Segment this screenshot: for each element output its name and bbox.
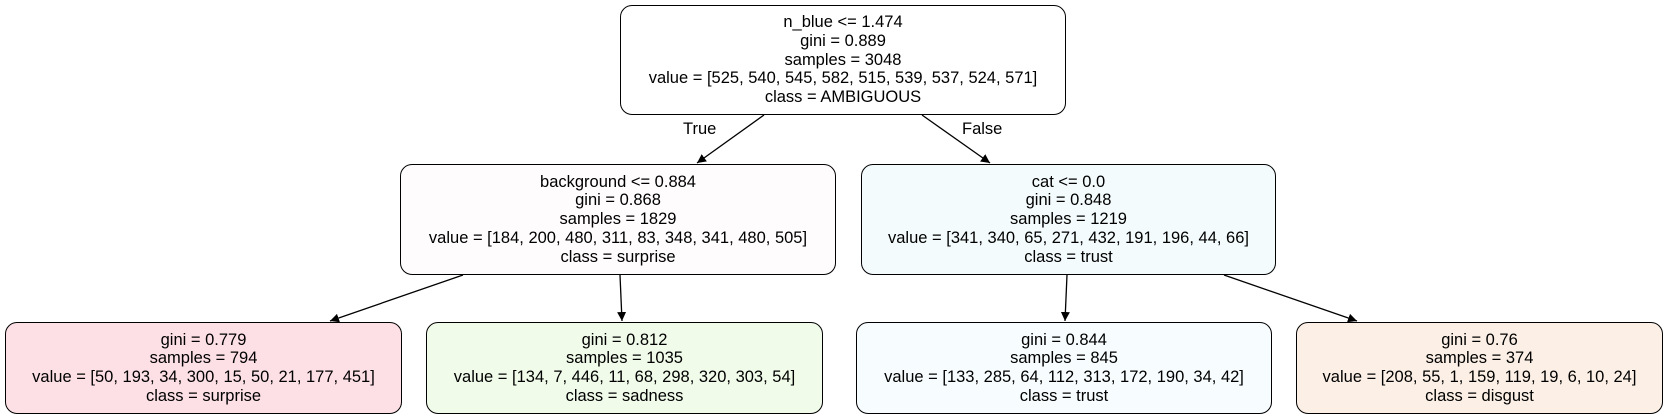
- node-gini: gini = 0.889: [800, 31, 886, 50]
- node-samples: samples = 845: [1010, 349, 1118, 368]
- edge-n4-n6: [1223, 274, 1358, 323]
- tree-node-cat: cat <= 0.0 gini = 0.848 samples = 1219 v…: [861, 164, 1276, 275]
- node-samples: samples = 1219: [1010, 210, 1127, 229]
- node-class: class = AMBIGUOUS: [764, 88, 922, 107]
- node-split: n_blue <= 1.474: [783, 13, 903, 32]
- node-value: value = [525, 540, 545, 582, 515, 539, 5…: [648, 69, 1038, 88]
- node-split: cat <= 0.0: [1031, 172, 1106, 191]
- tree-leaf-disgust: gini = 0.76 samples = 374 value = [208, …: [1296, 322, 1663, 414]
- node-class: class = trust: [1019, 386, 1109, 405]
- tree-node-root: n_blue <= 1.474 gini = 0.889 samples = 3…: [620, 5, 1066, 115]
- node-samples: samples = 1829: [559, 210, 677, 229]
- node-class: class = trust: [1024, 247, 1113, 266]
- tree-leaf-trust: gini = 0.844 samples = 845 value = [133,…: [856, 322, 1272, 414]
- node-gini: gini = 0.812: [581, 330, 668, 349]
- node-gini: gini = 0.779: [160, 330, 247, 349]
- node-value: value = [341, 340, 65, 271, 432, 191, 19…: [887, 228, 1249, 247]
- tree-node-background: background <= 0.884 gini = 0.868 samples…: [400, 164, 836, 275]
- node-samples: samples = 374: [1425, 349, 1534, 368]
- tree-leaf-surprise: gini = 0.779 samples = 794 value = [50, …: [5, 322, 402, 414]
- edge-label-false: False: [962, 120, 1003, 138]
- edge-n4-n5: [1060, 274, 1070, 322]
- edge-root-right: [921, 114, 991, 164]
- edge-n1-n3: [617, 274, 627, 322]
- node-value: value = [133, 285, 64, 112, 313, 172, 19…: [884, 368, 1244, 386]
- edge-n1-n2: [329, 274, 464, 323]
- node-value: value = [50, 193, 34, 300, 15, 50, 21, 1…: [32, 368, 375, 386]
- edge-label-true: True: [683, 120, 717, 138]
- node-gini: gini = 0.868: [575, 191, 661, 210]
- edge-root-left: [696, 114, 765, 164]
- node-samples: samples = 1035: [566, 349, 683, 368]
- node-gini: gini = 0.848: [1025, 191, 1112, 210]
- node-samples: samples = 3048: [784, 50, 902, 69]
- node-split: background <= 0.884: [540, 172, 696, 191]
- tree-leaf-sadness: gini = 0.812 samples = 1035 value = [134…: [426, 322, 823, 414]
- node-samples: samples = 794: [149, 349, 258, 368]
- node-class: class = sadness: [565, 386, 684, 405]
- node-value: value = [184, 200, 480, 311, 83, 348, 34…: [428, 228, 808, 247]
- node-class: class = disgust: [1425, 386, 1534, 405]
- node-class: class = surprise: [560, 247, 676, 266]
- node-gini: gini = 0.844: [1021, 330, 1107, 349]
- node-class: class = surprise: [145, 386, 262, 405]
- node-gini: gini = 0.76: [1441, 330, 1518, 349]
- node-value: value = [208, 55, 1, 159, 119, 19, 6, 10…: [1322, 368, 1637, 386]
- node-value: value = [134, 7, 446, 11, 68, 298, 320, …: [453, 368, 796, 386]
